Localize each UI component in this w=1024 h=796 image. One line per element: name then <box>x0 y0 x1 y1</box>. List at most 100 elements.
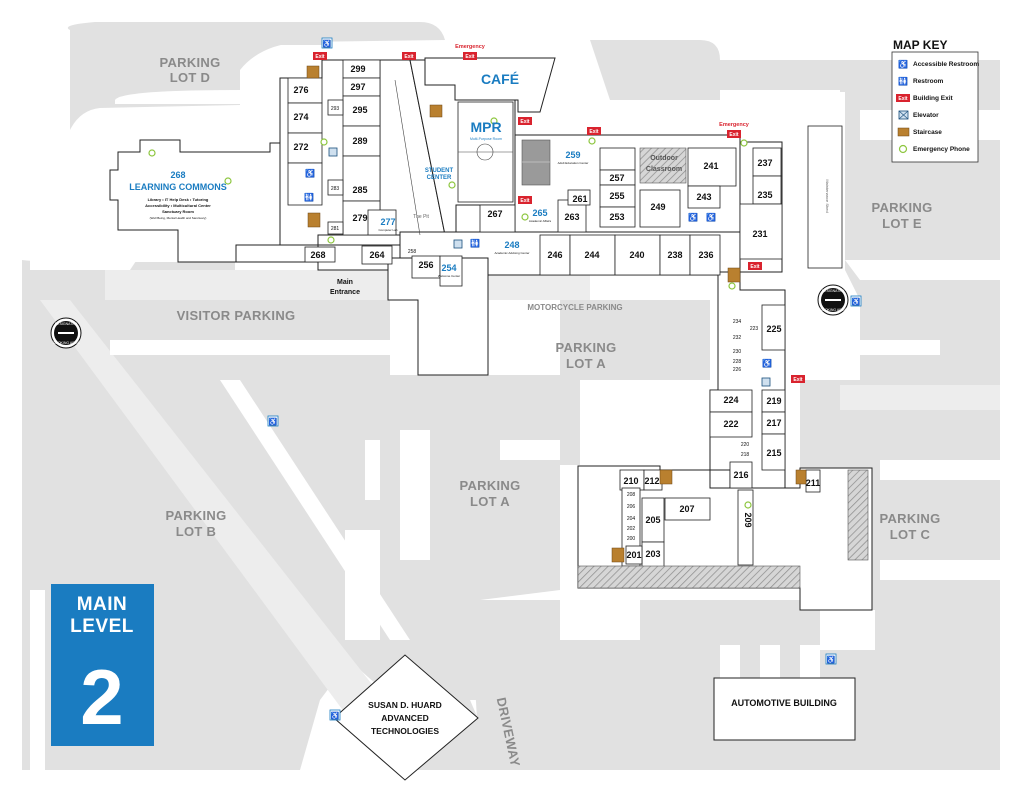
room-label: 257 <box>609 173 624 183</box>
accessible-parking-icon: ♿ <box>329 709 341 721</box>
student-center-label: STUDENT <box>425 168 454 174</box>
emergency-phone-icon <box>490 117 498 125</box>
staircase-icon <box>795 469 807 485</box>
building-exit-icon: Exit <box>518 117 532 125</box>
staircase-icon <box>727 267 741 283</box>
room-label: 289 <box>352 136 367 146</box>
room-label: 224 <box>723 395 738 405</box>
emergency-phone-icon <box>588 137 596 145</box>
level-number: 2 <box>80 653 123 741</box>
svg-text:Exit: Exit <box>750 264 760 270</box>
room-label: 235 <box>757 190 772 200</box>
svg-text:Exit: Exit <box>729 132 739 138</box>
main-entrance-label: Entrance <box>330 289 360 296</box>
room-label: 261 <box>572 194 587 204</box>
room-label: 272 <box>293 142 308 152</box>
learning-commons[interactable]: 268 LEARNING COMMONS Library • IT Help D… <box>129 170 227 220</box>
building-exit-icon: Exit <box>587 127 601 135</box>
svg-text:Emergency: Emergency <box>719 122 750 128</box>
accessible-restroom-icon: ♿ <box>762 358 772 368</box>
cafe-label: CAFÉ <box>481 71 519 87</box>
room-label: 295 <box>352 105 367 115</box>
room-label: 267 <box>487 209 502 219</box>
svg-text:DESIGNATED: DESIGNATED <box>55 322 78 326</box>
svg-text:Exit: Exit <box>315 54 325 60</box>
emergency-phone-icon <box>327 236 335 244</box>
room-number: 268 <box>170 170 185 180</box>
svg-text:♿: ♿ <box>269 417 278 426</box>
room-label: 276 <box>293 85 308 95</box>
elevator-icon <box>328 147 338 157</box>
parking-lot-c-label: LOT C <box>890 527 931 542</box>
visitor-parking-label: VISITOR PARKING <box>177 308 296 323</box>
svg-text:♿: ♿ <box>323 39 332 48</box>
svg-text:Exit: Exit <box>465 54 475 60</box>
room-259-blue: 259 <box>565 150 580 160</box>
accessibility-markers: ♿ ♿ ♿ ♿ ♿ ♿ 🚻 ♿ ♿ ♿ 🚻 <box>267 37 862 721</box>
elevator-icon <box>761 377 771 387</box>
building-exit-icon <box>896 94 910 102</box>
svg-text:Restroom: Restroom <box>913 78 944 85</box>
svg-text:Adult Education Center: Adult Education Center <box>558 161 589 165</box>
parking-lot-a-label: LOT A <box>470 494 510 509</box>
main-entrance-label: Main <box>337 279 353 286</box>
accessible-restroom-icon: ♿ <box>688 212 698 222</box>
restroom-icon: 🚻 <box>898 76 908 86</box>
level-title: LEVEL <box>70 616 134 637</box>
staircase-icon <box>659 469 673 485</box>
huard-building-label: ADVANCED <box>381 713 429 723</box>
svg-text:Sanctuary Room: Sanctuary Room <box>162 209 194 214</box>
room-label: 218 <box>741 452 750 458</box>
room-label: 220 <box>741 442 750 448</box>
svg-text:Exit: Exit <box>520 198 530 204</box>
map-key: MAP KEY ♿ Accessible Restroom 🚻 Restroom… <box>891 38 979 163</box>
room-label: 207 <box>679 504 694 514</box>
svg-text:Exit: Exit <box>793 377 803 383</box>
svg-text:Accessible Restroom: Accessible Restroom <box>913 61 979 68</box>
room-label: 201 <box>626 550 641 560</box>
room-label: 255 <box>609 191 624 201</box>
staircases <box>306 65 807 563</box>
staircase-icon <box>897 127 910 137</box>
room-277: 277 <box>380 217 395 227</box>
emergency-phone-icon <box>740 139 748 147</box>
room-label: 283 <box>331 186 340 192</box>
room-label: 240 <box>629 250 644 260</box>
svg-text:Exit: Exit <box>520 119 530 125</box>
emergency-phone-icon <box>224 177 232 185</box>
svg-text:Emergency Phone: Emergency Phone <box>913 146 970 153</box>
building-exit-icon: Exit <box>748 262 762 270</box>
svg-text:Elevator: Elevator <box>913 112 939 119</box>
room-label: 200 <box>627 536 636 542</box>
building-exit-icon: Exit <box>727 130 741 138</box>
maintenance-shed-label: Maintenance Shed <box>825 179 830 212</box>
room-label: 236 <box>698 250 713 260</box>
huard-building-label: SUSAN D. HUARD <box>368 700 442 710</box>
outdoor-classroom-label: Classroom <box>646 166 682 173</box>
room-label: 279 <box>352 213 367 223</box>
student-center-label: CENTER <box>427 175 452 181</box>
svg-text:Welcome Center: Welcome Center <box>438 274 460 278</box>
svg-text:Exit: Exit <box>589 129 599 135</box>
building-exit-icon: Exit <box>402 52 416 60</box>
room-254: 254 <box>441 263 456 273</box>
room-label: 244 <box>584 250 599 260</box>
room-label: 204 <box>627 516 636 522</box>
parking-lot-b-label: LOT B <box>176 524 217 539</box>
building-exit-icon: Exit <box>518 196 532 204</box>
room-label: 258 <box>408 249 417 255</box>
motorcycle-parking-label: MOTORCYCLE PARKING <box>527 303 622 312</box>
level-title: MAIN <box>77 594 128 615</box>
accessible-restroom-icon: ♿ <box>706 212 716 222</box>
svg-text:Academic Advising Center: Academic Advising Center <box>494 251 529 255</box>
staircase-icon <box>611 547 625 563</box>
svg-text:Exit: Exit <box>898 96 908 102</box>
staircase-icon <box>429 104 443 118</box>
emergency-phone-icon <box>744 501 752 509</box>
room-label: 209 <box>743 512 753 527</box>
room-label: 234 <box>733 319 742 325</box>
emergency-phones <box>148 117 752 509</box>
parking-lot-a-label: PARKING <box>459 478 520 493</box>
room-label: 268 <box>310 250 325 260</box>
